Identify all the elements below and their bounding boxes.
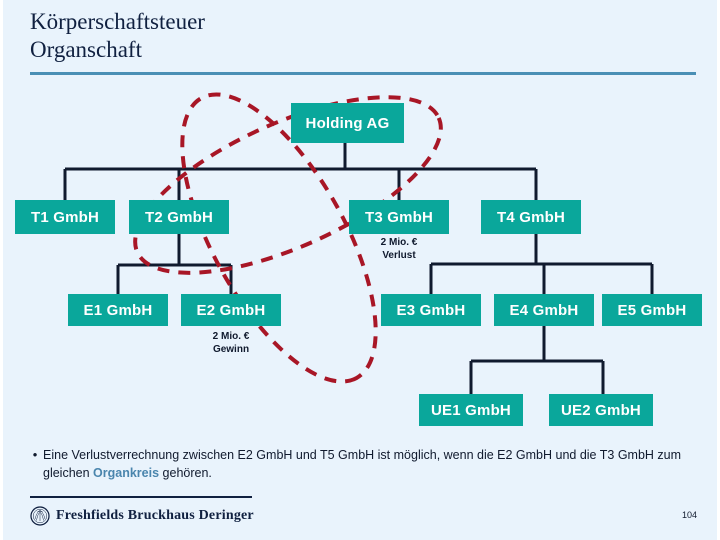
node-e4-gmbh[interactable]: E4 GmbH: [494, 294, 594, 326]
node-t1-gmbh[interactable]: T1 GmbH: [15, 200, 115, 234]
bullet-text-part-1: Eine Verlustverrechnung zwischen E2 GmbH…: [43, 448, 682, 480]
annotation-t3-amount: 2 Mio. €: [380, 237, 418, 248]
node-e1-gmbh[interactable]: E1 GmbH: [68, 294, 168, 326]
firm-name: Freshfields Bruckhaus Deringer: [56, 508, 254, 523]
node-ue2-gmbh[interactable]: UE2 GmbH: [549, 394, 653, 426]
organkreis-ellipse-holding-t3: [133, 95, 443, 275]
node-e5-gmbh[interactable]: E5 GmbH: [602, 294, 702, 326]
node-e2-gmbh[interactable]: E2 GmbH: [181, 294, 281, 326]
node-t4-gmbh[interactable]: T4 GmbH: [481, 200, 581, 234]
annotation-e2-amount: 2 Mio. €: [212, 331, 250, 342]
annotation-t3-verlust: 2 Mio. € Verlust: [349, 236, 449, 262]
title-divider: [30, 72, 696, 75]
circular-emblem-icon: [30, 506, 50, 526]
page-title: Körperschaftsteuer Organschaft: [30, 8, 690, 64]
bullet-text-highlight: Organkreis: [93, 466, 160, 480]
node-t3-gmbh[interactable]: T3 GmbH: [349, 200, 449, 234]
node-ue1-gmbh[interactable]: UE1 GmbH: [419, 394, 523, 426]
annotation-e2-gewinn: 2 Mio. € Gewinn: [181, 330, 281, 356]
bullet-item-text: Eine Verlustverrechnung zwischen E2 GmbH…: [43, 446, 687, 482]
bullet-list: • Eine Verlustverrechnung zwischen E2 Gm…: [27, 446, 687, 482]
annotation-e2-kind: Gewinn: [212, 344, 250, 355]
bullet-text-part-2: gehören.: [159, 466, 212, 480]
connector-lines: [63, 143, 654, 394]
footer-divider: [30, 496, 252, 498]
page-title-line-2: Organschaft: [30, 37, 142, 62]
node-t2-gmbh[interactable]: T2 GmbH: [129, 200, 229, 234]
page-title-line-1: Körperschaftsteuer: [30, 9, 205, 34]
node-e3-gmbh[interactable]: E3 GmbH: [381, 294, 481, 326]
page-number: 104: [681, 510, 697, 520]
node-holding-ag[interactable]: Holding AG: [291, 103, 404, 143]
annotation-t3-kind: Verlust: [382, 250, 416, 261]
footer-branding: Freshfields Bruckhaus Deringer: [30, 506, 254, 526]
bullet-marker: •: [32, 447, 38, 462]
